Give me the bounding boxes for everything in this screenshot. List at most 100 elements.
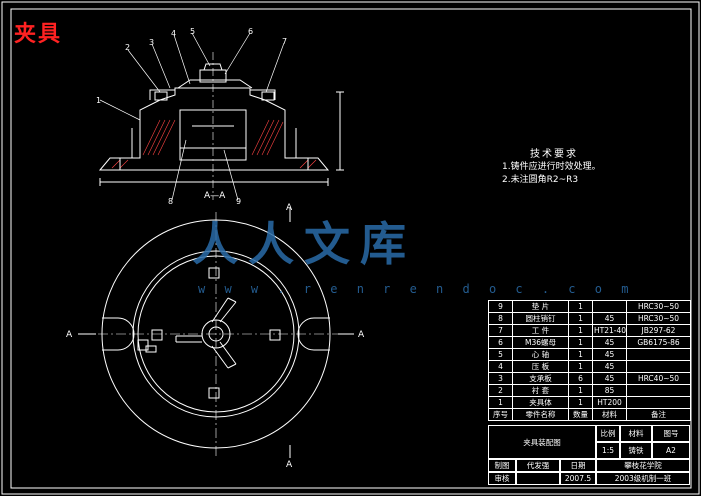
scale-value: 1:5	[596, 442, 620, 459]
watermark-url: w w w . r e n r e n d o c . c o m	[198, 282, 635, 296]
bom-cell: 1	[488, 396, 513, 409]
bom-cell: 序号	[488, 408, 513, 421]
bom-cell: 1	[568, 348, 593, 361]
bom-cell: M36螺母	[512, 336, 569, 349]
bom-cell: 1	[568, 336, 593, 349]
callout-9: 9	[236, 197, 241, 206]
callout-6: 6	[248, 27, 253, 36]
callout-2: 2	[125, 43, 130, 52]
tech-requirement-item: 1.铸件应进行时效处理。	[502, 162, 601, 172]
bom-cell: 6	[488, 336, 513, 349]
watermark-logo-text: 人人文库	[192, 217, 416, 271]
plan-view	[78, 208, 354, 458]
sheet-value: A2	[652, 442, 690, 459]
bom-cell: 垫 片	[512, 300, 569, 313]
bom-cell: 1	[568, 324, 593, 337]
bom-cell	[592, 300, 627, 313]
inner-border	[10, 8, 692, 489]
drawing-name: 夹具装配图	[488, 425, 596, 459]
bom-cell	[626, 396, 691, 409]
bom-header-row: 序号零件名称数量材料备注	[488, 408, 691, 421]
callout-3: 3	[149, 38, 154, 47]
bom-cell: 2	[488, 384, 513, 397]
bom-cell: 工 件	[512, 324, 569, 337]
check-label: 审核	[488, 472, 516, 485]
bom-cell: 夹具体	[512, 396, 569, 409]
class-name: 2003级机制一班	[596, 472, 690, 485]
bom-cell: 3	[488, 372, 513, 385]
bom-cell: 1	[568, 300, 593, 313]
bom-cell: 压 板	[512, 360, 569, 373]
cut-label-bottom: A	[286, 460, 293, 470]
drawn-label: 制图	[488, 459, 516, 472]
callout-4: 4	[171, 29, 176, 38]
section-title: A—A	[204, 191, 226, 201]
bom-cell: 45	[592, 348, 627, 361]
bom-cell	[626, 360, 691, 373]
bom-cell: 支承板	[512, 372, 569, 385]
bom-cell: 6	[568, 372, 593, 385]
check-name	[516, 472, 560, 485]
bom-cell: HRC30~50	[626, 312, 691, 325]
cut-label-right: A	[358, 330, 365, 340]
date-label: 日期	[560, 459, 596, 472]
bom-cell: 1	[568, 396, 593, 409]
bom-cell: 备注	[626, 408, 691, 421]
bom-cell: 衬 套	[512, 384, 569, 397]
bom-cell: HT21-40	[592, 324, 627, 337]
bom-cell: 5	[488, 348, 513, 361]
callout-1: 1	[96, 96, 101, 105]
tech-requirements: 技术要求 1.铸件应进行时效处理。 2.未注圆角R2~R3	[502, 148, 601, 187]
bom-cell	[626, 348, 691, 361]
bom-cell: 45	[592, 360, 627, 373]
bom-cell: 7	[488, 324, 513, 337]
bom-cell: 心 轴	[512, 348, 569, 361]
bom-cell: HRC30~50	[626, 300, 691, 313]
bom-cell: 45	[592, 372, 627, 385]
bom-cell: 9	[488, 300, 513, 313]
bom-cell: 1	[568, 312, 593, 325]
tech-requirement-item: 2.未注圆角R2~R3	[502, 175, 579, 185]
drawing-title: 夹具	[14, 22, 63, 47]
bom-cell: HRC40~50	[626, 372, 691, 385]
bom-cell: 1	[568, 360, 593, 373]
tech-requirements-heading: 技术要求	[530, 149, 578, 160]
title-block: 夹具装配图 比例 材料 图号 1:5 铸铁 A2 制图 代发强 日期 审核 20…	[488, 425, 690, 485]
bom-cell: 85	[592, 384, 627, 397]
bom-cell: 数量	[568, 408, 593, 421]
drawn-name: 代发强	[516, 459, 560, 472]
sheet-label: 图号	[652, 425, 690, 442]
cut-label-left: A	[66, 330, 73, 340]
bom-cell: 45	[592, 312, 627, 325]
bom-cell: JB297-62	[626, 324, 691, 337]
bom-cell: 8	[488, 312, 513, 325]
material-value: 铸铁	[620, 442, 652, 459]
section-view	[98, 32, 344, 201]
material-label: 材料	[620, 425, 652, 442]
cut-label-top: A	[286, 203, 293, 213]
bom-cell	[626, 384, 691, 397]
bom-cell: 圆柱销钉	[512, 312, 569, 325]
bom-cell: 零件名称	[512, 408, 569, 421]
bom-cell: 45	[592, 336, 627, 349]
date-value: 2007.5	[560, 472, 596, 485]
callout-8: 8	[168, 197, 173, 206]
bom-cell: HT200	[592, 396, 627, 409]
scale-label: 比例	[596, 425, 620, 442]
bom-cell: 1	[568, 384, 593, 397]
bom-cell: GB6175-86	[626, 336, 691, 349]
bom-cell: 4	[488, 360, 513, 373]
callout-5: 5	[190, 27, 195, 36]
